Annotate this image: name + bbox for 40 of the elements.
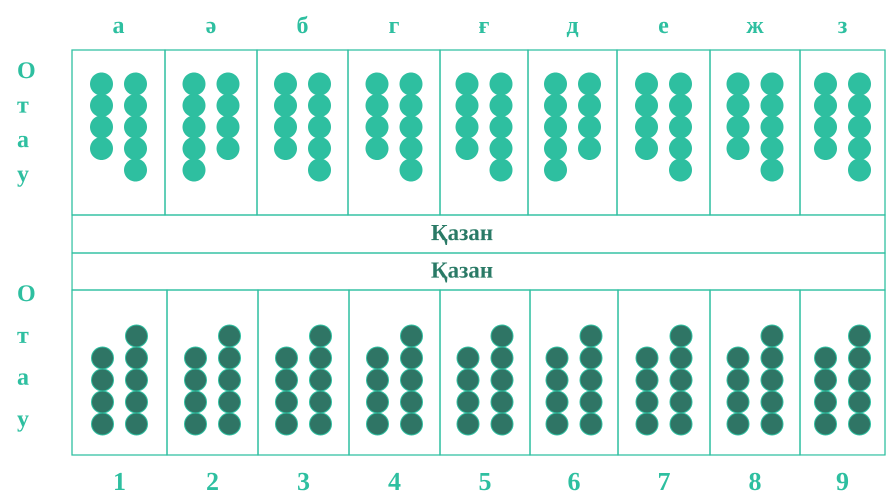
side-label: Отау [17,285,34,432]
pit-box: 6 [529,289,619,490]
side-label: Отау [17,62,34,187]
node-label: 1 [115,472,125,490]
store-band: Қазан [71,252,886,291]
node-label: 6 [568,472,580,490]
node-label: а [113,22,124,34]
node-label: 2 [207,472,218,490]
node-label: 8 [749,472,761,490]
pit-box: 8 [709,289,801,490]
pit-box: г [347,22,441,216]
node-label: 7 [658,472,670,490]
node-label: ж [746,22,764,33]
node-label: ғ [479,22,489,33]
node-label: 5 [480,472,491,490]
pit-box: 9 [799,289,886,490]
node-label: ә [206,22,216,34]
node-label: г [389,22,399,33]
pit-box: б [256,16,349,216]
node-label: е [658,22,668,34]
node-label: д [566,22,578,38]
node-label: б [297,16,308,34]
pit-box: ж [709,22,801,216]
pit-box: 3 [257,289,350,490]
pit-box: е [616,22,711,216]
pit-box: а [71,22,166,216]
pit-box: з [799,22,886,216]
pit-box: 1 [71,289,168,490]
pit-box: 4 [348,289,441,490]
store-band: Қазан [71,214,886,254]
pit-box: д [527,22,618,216]
pit-box: ә [164,22,258,216]
pit-box: ғ [439,22,529,216]
node-label: з [838,22,847,34]
node-label: 9 [836,472,848,490]
pit-box: 5 [439,289,531,490]
node-label: 4 [388,472,401,490]
node-label: 3 [298,472,310,490]
pit-box: 2 [166,289,259,490]
pit-box: 7 [617,289,711,490]
